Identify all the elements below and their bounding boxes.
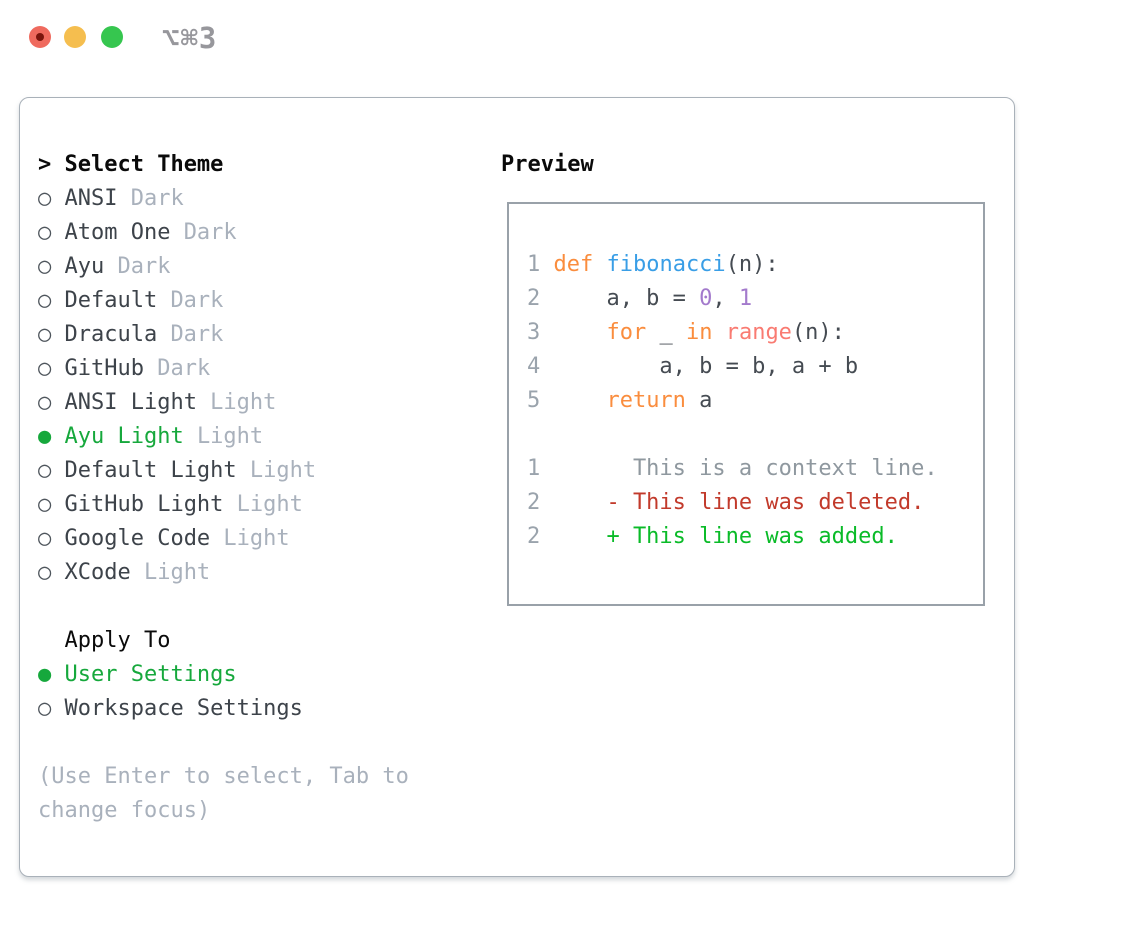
radio-icon: ○: [38, 186, 52, 211]
theme-variant: Dark: [170, 288, 224, 313]
theme-variant: Dark: [170, 322, 224, 347]
hint-text-line1: (Use Enter to select, Tab to: [38, 764, 409, 789]
code-line: 5 return a: [527, 384, 983, 418]
diff-line: 1 This is a context line.: [527, 452, 983, 486]
code-line: 2 a, b = 0, 1: [527, 282, 983, 316]
theme-option[interactable]: ○ Default Dark: [38, 284, 409, 318]
radio-icon: ○: [38, 254, 52, 279]
theme-name: Default: [64, 288, 158, 313]
theme-option[interactable]: ○ Atom One Dark: [38, 216, 409, 250]
radio-icon: ○: [38, 288, 52, 313]
theme-variant: Light: [210, 390, 277, 415]
apply-option[interactable]: ● User Settings: [38, 658, 409, 692]
radio-icon: ○: [38, 356, 52, 381]
theme-option[interactable]: ○ ANSI Dark: [38, 182, 409, 216]
apply-to-list: ● User Settings ○ Workspace Settings: [38, 658, 409, 726]
line-number: 2: [527, 524, 541, 549]
theme-variant: Dark: [183, 220, 237, 245]
close-dot-icon: [36, 33, 44, 41]
theme-name: GitHub: [64, 356, 144, 381]
theme-variant: Light: [249, 458, 317, 483]
theme-name: XCode: [64, 560, 131, 585]
spacer: [527, 418, 983, 452]
theme-option[interactable]: ○ ANSI Light Light: [38, 386, 409, 420]
theme-option[interactable]: ● Ayu Light Light: [38, 420, 409, 454]
radio-icon: ○: [38, 696, 52, 721]
minimize-button[interactable]: [64, 26, 86, 48]
apply-option[interactable]: ○ Workspace Settings: [38, 692, 409, 726]
radio-icon: ○: [38, 560, 52, 585]
theme-option[interactable]: ○ XCode Light: [38, 556, 409, 590]
theme-option[interactable]: ○ GitHub Dark: [38, 352, 409, 386]
theme-name: Atom One: [64, 220, 171, 245]
hint-text-line2: change focus): [38, 798, 211, 823]
theme-name: Ayu: [64, 254, 105, 279]
theme-name: Default Light: [64, 458, 237, 483]
cursor-indicator: >: [38, 152, 52, 177]
theme-name: Google Code: [64, 526, 211, 551]
select-theme-label: Select Theme: [64, 152, 224, 177]
theme-name: Dracula: [64, 322, 158, 347]
theme-name: GitHub Light: [64, 492, 224, 517]
radio-icon: ○: [38, 390, 52, 415]
preview-header: Preview: [501, 152, 594, 177]
radio-icon: ○: [38, 322, 52, 347]
apply-to-label: Apply To: [64, 628, 171, 653]
spacer: [38, 590, 409, 624]
theme-option[interactable]: ○ Google Code Light: [38, 522, 409, 556]
line-number: 3: [527, 320, 541, 345]
theme-variant: Dark: [130, 186, 184, 211]
theme-variant: Dark: [157, 356, 211, 381]
diff-line: 2 + This line was added.: [527, 520, 983, 554]
theme-name: Ayu Light: [64, 424, 184, 449]
line-number: 1: [527, 456, 541, 481]
apply-option-label: Workspace Settings: [64, 696, 303, 721]
diff-line: 2 - This line was deleted.: [527, 486, 983, 520]
theme-option[interactable]: ○ Ayu Dark: [38, 250, 409, 284]
theme-name: ANSI: [64, 186, 118, 211]
preview-diff: 1 This is a context line.2 - This line w…: [527, 452, 983, 554]
theme-variant: Light: [236, 492, 303, 517]
line-number: 2: [527, 490, 541, 515]
code-line: 4 a, b = b, a + b: [527, 350, 983, 384]
line-number: 4: [527, 354, 541, 379]
theme-variant: Light: [143, 560, 211, 585]
theme-variant: Light: [196, 424, 264, 449]
theme-option[interactable]: ○ Default Light Light: [38, 454, 409, 488]
theme-option[interactable]: ○ Dracula Dark: [38, 318, 409, 352]
theme-variant: Dark: [117, 254, 171, 279]
radio-icon: ●: [38, 424, 52, 449]
radio-icon: ○: [38, 220, 52, 245]
theme-option[interactable]: ○ GitHub Light Light: [38, 488, 409, 522]
apply-to-header: Apply To: [38, 624, 409, 658]
radio-icon: ○: [38, 492, 52, 517]
spacer: [38, 726, 409, 760]
window-title: ⌥⌘3: [162, 21, 218, 55]
code-line: 3 for _ in range(n):: [527, 316, 983, 350]
radio-icon: ○: [38, 458, 52, 483]
select-theme-header: > Select Theme: [38, 148, 409, 182]
zoom-button[interactable]: [101, 26, 123, 48]
radio-icon: ○: [38, 526, 52, 551]
line-number: 5: [527, 388, 541, 413]
close-button[interactable]: [29, 26, 51, 48]
theme-variant: Light: [223, 526, 290, 551]
apply-option-label: User Settings: [64, 662, 237, 687]
line-number: 1: [527, 252, 541, 277]
theme-name: ANSI Light: [64, 390, 197, 415]
radio-icon: ●: [38, 662, 52, 687]
line-number: 2: [527, 286, 541, 311]
